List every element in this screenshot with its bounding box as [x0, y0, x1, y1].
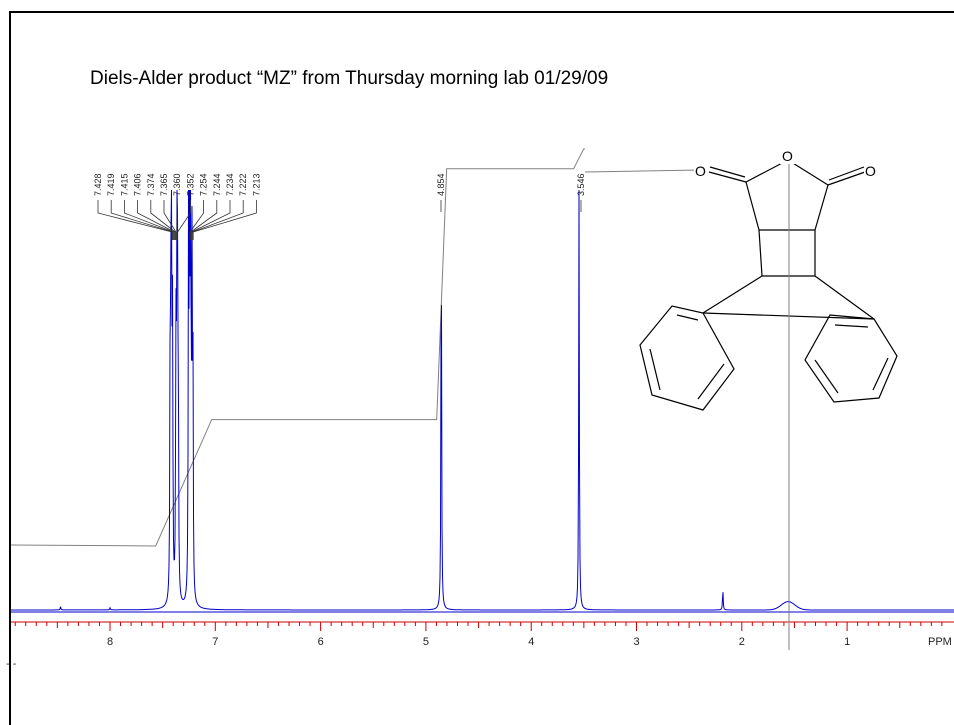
plot-frame: [9, 11, 954, 725]
peak-label: 7.222: [238, 173, 248, 196]
spectrum-trace: [11, 189, 954, 611]
aromatic-bond: [834, 324, 869, 328]
bond: [814, 275, 875, 320]
molecule-structure: [584, 159, 898, 650]
peak-label: 7.428: [93, 173, 103, 196]
peak-label-leader: [177, 200, 191, 240]
bond: [787, 159, 829, 186]
peak-label: 7.365: [159, 173, 169, 196]
aromatic-bond: [649, 348, 661, 391]
x-axis: 8 7 6 5 4 3 2 1 PPM: [11, 611, 954, 648]
peak-label: 7.254: [199, 173, 209, 196]
integral-layer: [10, 148, 585, 547]
atom-label-oxygen: O: [865, 163, 876, 179]
peak-label-leader: [150, 200, 176, 240]
peak-label: 7.244: [212, 173, 222, 196]
bond: [758, 229, 763, 277]
peak-label: 7.360: [172, 173, 182, 196]
x-tick-label: 5: [423, 636, 429, 648]
spectrum-layer: [11, 189, 954, 611]
peak-label-leader: [110, 200, 174, 240]
peak-label: 7.213: [251, 173, 261, 196]
carbonyl-bond: [708, 171, 747, 183]
peak-label: 7.234: [225, 173, 235, 196]
chart-title: Diels-Alder product “MZ” from Thursday m…: [90, 68, 609, 89]
integral-connector: [584, 169, 701, 173]
integral-curve: [10, 148, 585, 547]
bond: [814, 184, 829, 231]
peak-label: 3.546: [576, 173, 586, 196]
atom-bg: [694, 163, 708, 179]
x-tick-label: 2: [739, 636, 745, 648]
carbonyl-bond: [827, 171, 866, 186]
aromatic-bond: [697, 363, 725, 400]
peak-label-leader: [163, 200, 177, 240]
x-tick-label: 8: [107, 636, 113, 648]
peak-label: 7.419: [106, 173, 116, 196]
carbonyl-bond: [828, 166, 865, 181]
peak-label-leader: [124, 200, 175, 240]
atom-label-oxygen: O: [695, 163, 706, 179]
peak-label: 4.854: [436, 173, 446, 196]
peak-label-leader: [190, 200, 218, 240]
atom-bg: [864, 163, 878, 179]
bond: [702, 275, 763, 314]
aromatic-bond: [676, 314, 699, 321]
x-tick-label: 3: [634, 636, 640, 648]
aromatic-bond: [872, 357, 889, 391]
peak-label-leader: [189, 200, 205, 240]
benzene-ring-left: [639, 305, 735, 411]
x-axis-label: PPM: [928, 636, 952, 648]
corner-mark: - -: [6, 658, 17, 670]
peak-label-leader: [191, 200, 231, 240]
x-tick-label: 4: [528, 636, 534, 648]
peak-label: 7.352: [185, 173, 195, 196]
peak-label: 7.406: [133, 173, 143, 196]
peak-label-leader: [137, 200, 175, 240]
x-tick-label: 7: [212, 636, 218, 648]
peak-label: 7.374: [146, 173, 156, 196]
x-tick-label: 6: [318, 636, 324, 648]
carbonyl-bond: [709, 166, 746, 178]
peak-label-leader: [192, 200, 257, 240]
atom-label-oxygen: O: [782, 148, 793, 164]
benzene-ring-right: [804, 314, 898, 403]
peak-label-leader: [97, 200, 173, 240]
atom-bg: [780, 148, 797, 164]
peak-label: 7.415: [119, 173, 129, 196]
aromatic-bond: [814, 359, 839, 394]
peak-label-leader: [191, 200, 244, 240]
bond: [745, 181, 760, 231]
x-tick-label: 1: [844, 636, 850, 648]
